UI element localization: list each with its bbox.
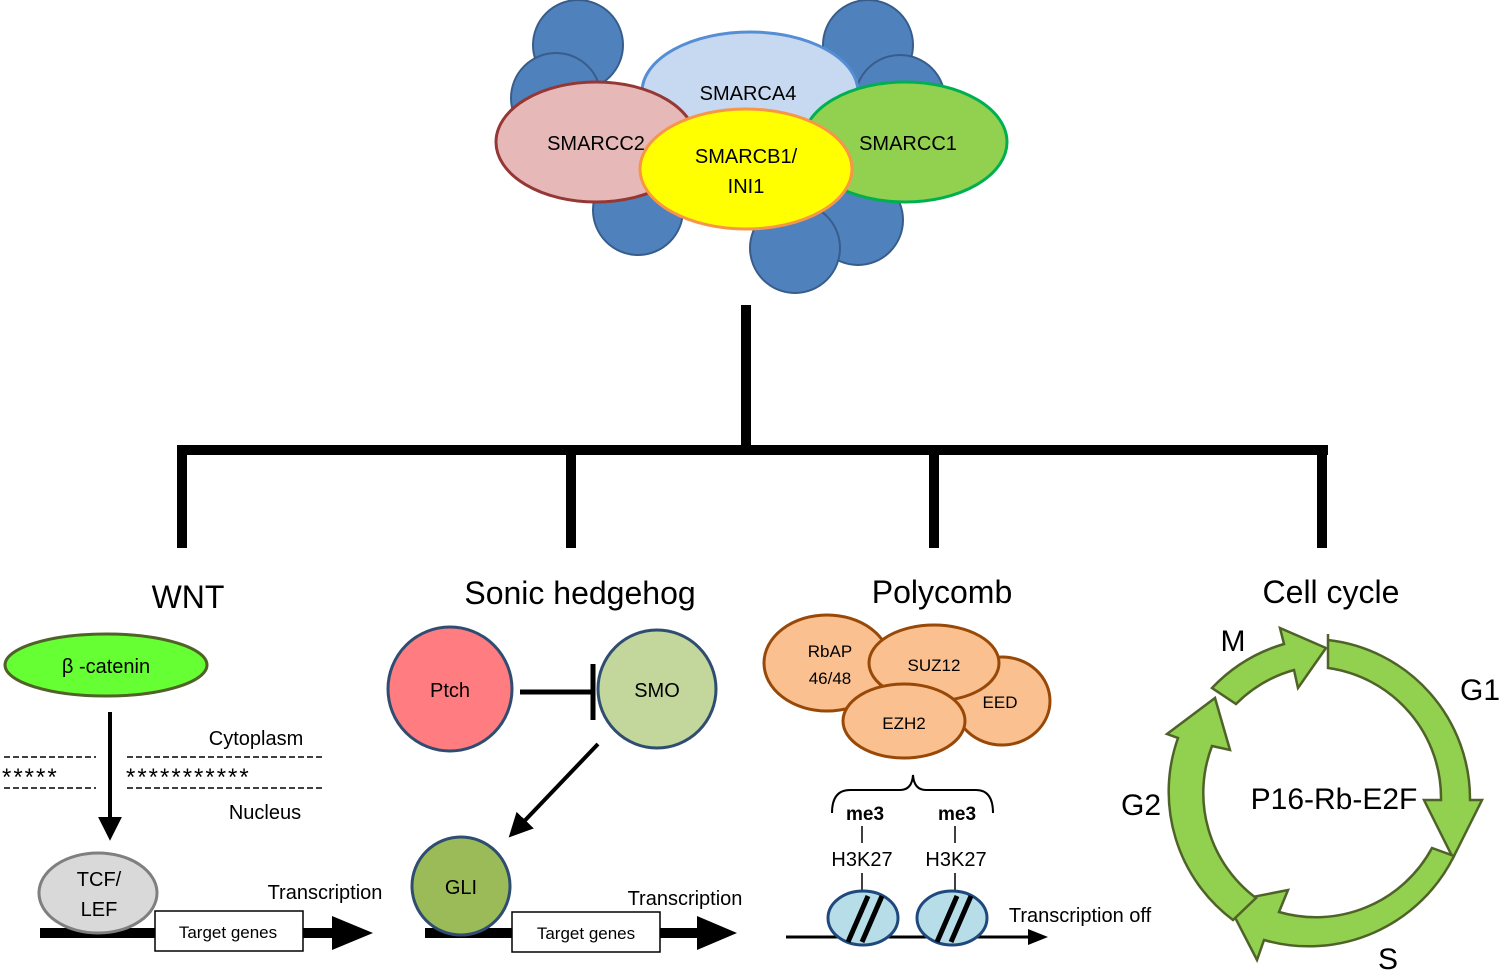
swi-snf-complex: SMARCA4 SMARCC2 SMARCC1 SMARCB1/ INI1: [494, 0, 1009, 294]
membrane-stars-left: *****: [2, 764, 59, 791]
wnt-transcription-label: Transcription: [268, 882, 383, 904]
shh-target-genes-label: Target genes: [537, 924, 635, 943]
nucleosome-dna-stripe: [948, 895, 974, 943]
shh-dna-arrowhead: [697, 916, 737, 950]
nucleosome-dna-stripe: [845, 895, 871, 943]
wnt-target-genes-box: [154, 910, 304, 952]
tree-connector: [177, 305, 1328, 548]
beta-catenin-label: β -catenin: [62, 656, 150, 678]
nucleosome-dna-stripe: [859, 895, 885, 943]
gli-circle: [410, 835, 512, 937]
smo-to-gli-arrow: [508, 742, 600, 838]
cycle-arrow-m: [1210, 625, 1328, 706]
h3k27-label-a: H3K27: [831, 849, 892, 871]
polycomb-title: Polycomb: [872, 574, 1013, 610]
chromatin-arrowhead: [1028, 929, 1048, 945]
smo-circle: [596, 628, 718, 750]
shh-title: Sonic hedgehog: [464, 575, 695, 611]
beta-catenin-ellipse: [3, 632, 209, 698]
shh-pathway: Sonic hedgehog Ptch SMO GLI Target genes…: [386, 575, 743, 953]
wnt-target-genes-label: Target genes: [179, 923, 277, 942]
cycle-arrow-s: [1225, 846, 1456, 964]
membrane-stars-right: ***********: [126, 764, 251, 791]
ezh2-label: EZH2: [882, 714, 925, 733]
smarcb1-ellipse: [638, 107, 854, 231]
phase-g2-label: G2: [1121, 789, 1161, 822]
ptch-label: Ptch: [430, 680, 470, 702]
ezh2-ellipse: [841, 682, 967, 760]
rbap-label-line2: 46/48: [809, 669, 852, 688]
rbap-label-line1: RbAP: [808, 642, 852, 661]
cycle-arrow-g2: [1164, 695, 1258, 922]
me3-label-a: me3: [846, 804, 884, 825]
smarcc1-label: SMARCC1: [859, 133, 957, 155]
cell-cycle-center-label: P16-Rb-E2F: [1251, 783, 1418, 816]
phase-s-label: S: [1378, 943, 1398, 972]
shh-target-genes-box: [511, 911, 661, 953]
smarcb1-label-line1: SMARCB1/: [695, 146, 798, 168]
wnt-pathway: WNT β -catenin Cytoplasm ***** *********…: [2, 579, 383, 952]
cycle-arrow-g1: [1326, 634, 1485, 861]
suz12-label: SUZ12: [908, 656, 961, 675]
smarca4-label: SMARCA4: [700, 83, 797, 105]
wnt-dna-arrowhead: [332, 916, 373, 950]
tcf-label-line2: LEF: [81, 899, 118, 921]
smarcb1-label-line2: INI1: [728, 176, 765, 198]
cytoplasm-label: Cytoplasm: [209, 728, 303, 750]
cell-cycle-title: Cell cycle: [1263, 574, 1400, 610]
me3-label-b: me3: [938, 804, 976, 825]
polycomb-pathway: Polycomb RbAP 46/48 EED SUZ12 EZH2 me3 m…: [762, 574, 1152, 947]
eed-label: EED: [983, 693, 1018, 712]
histone-brace: [831, 774, 994, 814]
smarcc2-label: SMARCC2: [547, 133, 645, 155]
transcription-off-label: Transcription off: [1009, 905, 1152, 927]
ptch-circle: [386, 625, 514, 753]
shh-transcription-label: Transcription: [628, 888, 743, 910]
nucleus-label: Nucleus: [229, 802, 301, 824]
phase-m-label: M: [1221, 625, 1246, 658]
tcf-label-line1: TCF/: [77, 869, 122, 891]
tcf-lef-ellipse: [37, 851, 159, 935]
gli-label: GLI: [445, 877, 477, 899]
smo-label: SMO: [634, 680, 680, 702]
h3k27-label-b: H3K27: [925, 849, 986, 871]
nucleosome-dna-stripe: [934, 895, 960, 943]
cell-cycle-pathway: Cell cycle M G1 S G2 P16-Rb-E2F: [1121, 574, 1500, 972]
phase-g1-label: G1: [1460, 674, 1500, 707]
wnt-title: WNT: [152, 579, 225, 615]
